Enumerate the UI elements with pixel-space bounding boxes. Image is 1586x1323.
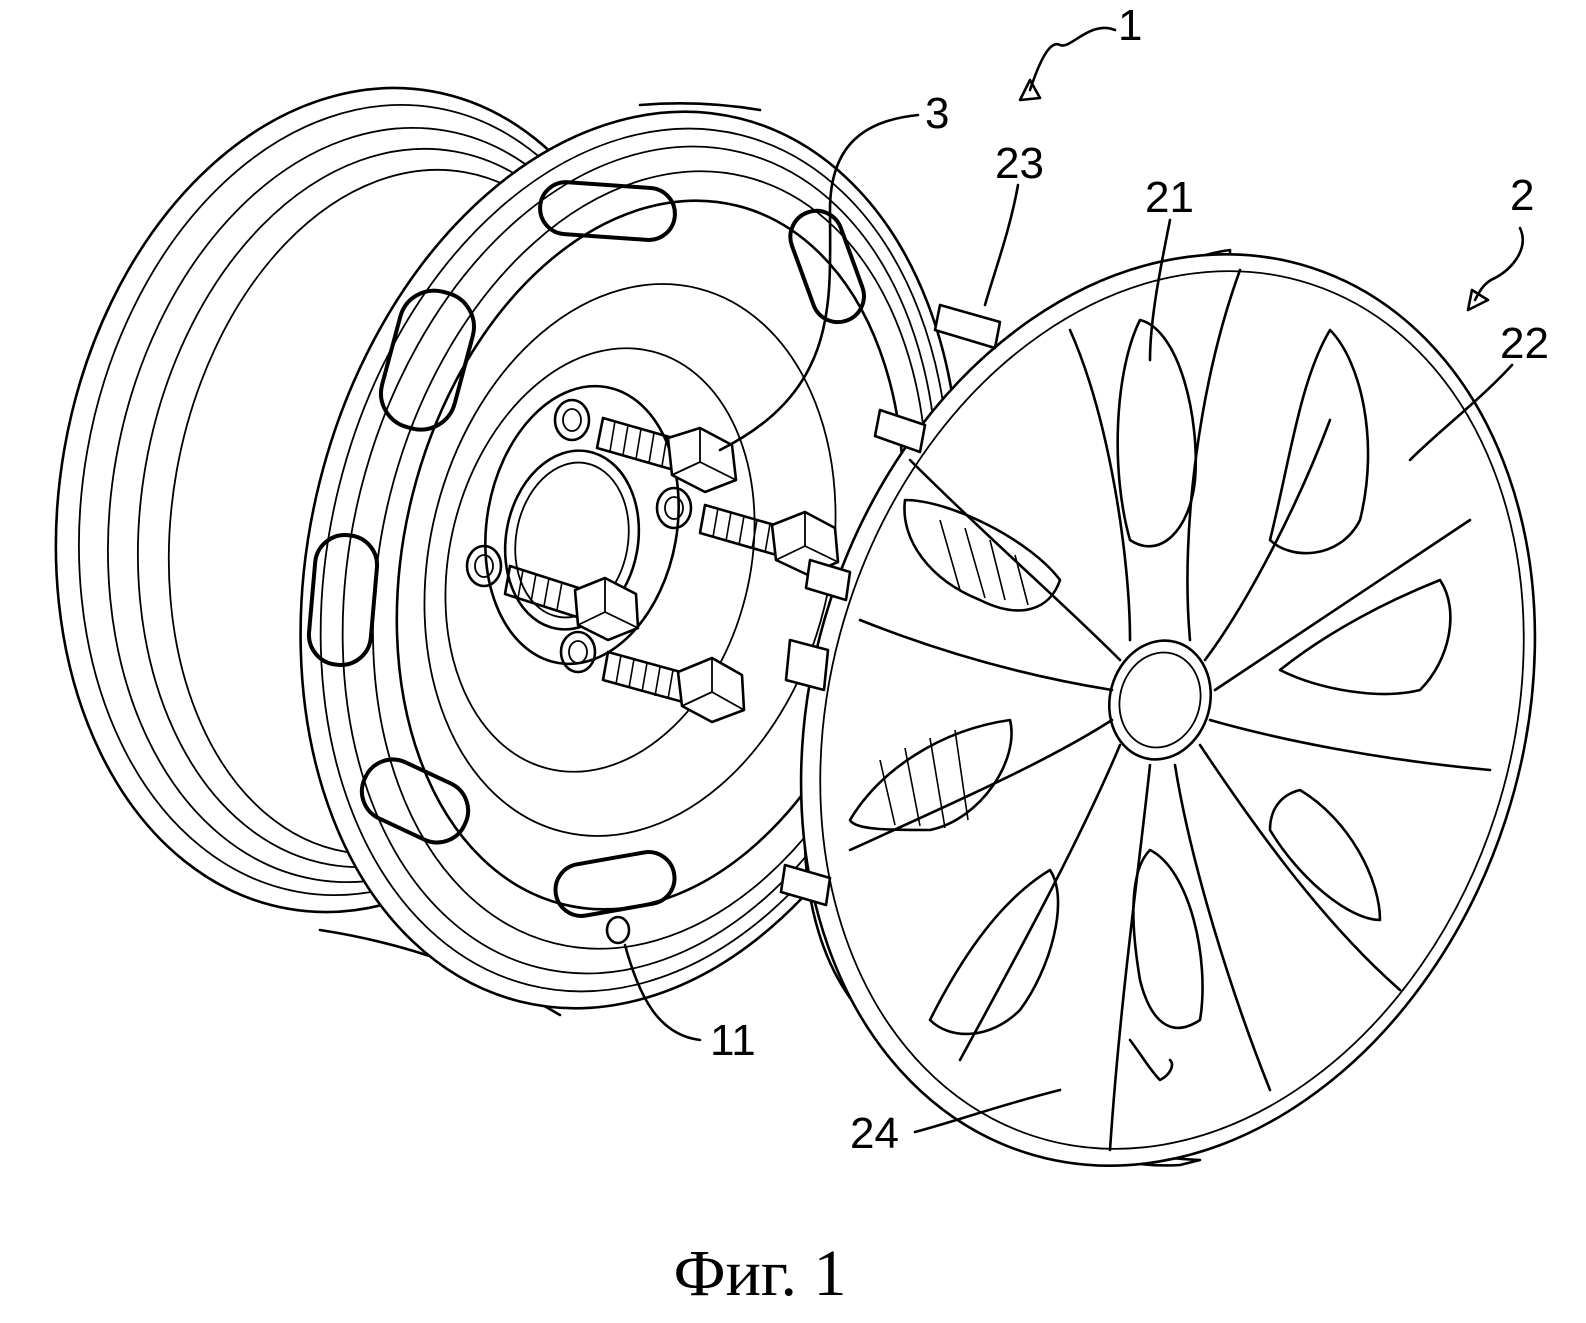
cover-openings [848,318,1452,1036]
label-22: 22 [1500,319,1549,368]
label-3: 3 [925,89,949,138]
center-cap [1107,639,1213,761]
wheel-bolts [465,398,840,724]
bolt [601,650,746,724]
retaining-clips [779,303,1002,907]
cover-spokes [848,268,1492,1152]
label-21: 21 [1145,173,1194,222]
wheel-cover [779,248,1537,1167]
figure-caption: Фиг. 1 [673,1237,846,1310]
bolt [595,416,738,494]
bolt [503,564,640,642]
label-1: 1 [1118,1,1142,50]
label-23: 23 [995,139,1044,188]
rim-vent-slots [306,180,866,918]
valve-recess [1128,1038,1174,1082]
label-2: 2 [1510,171,1534,220]
bolt [698,503,840,577]
reference-labels: 1 2 3 23 21 22 11 24 [710,1,1549,1158]
label-11: 11 [710,1016,756,1065]
valve-hole [605,915,631,945]
wheel-rim [54,86,961,1017]
label-24: 24 [850,1109,899,1158]
leader-lines [623,26,1524,1134]
